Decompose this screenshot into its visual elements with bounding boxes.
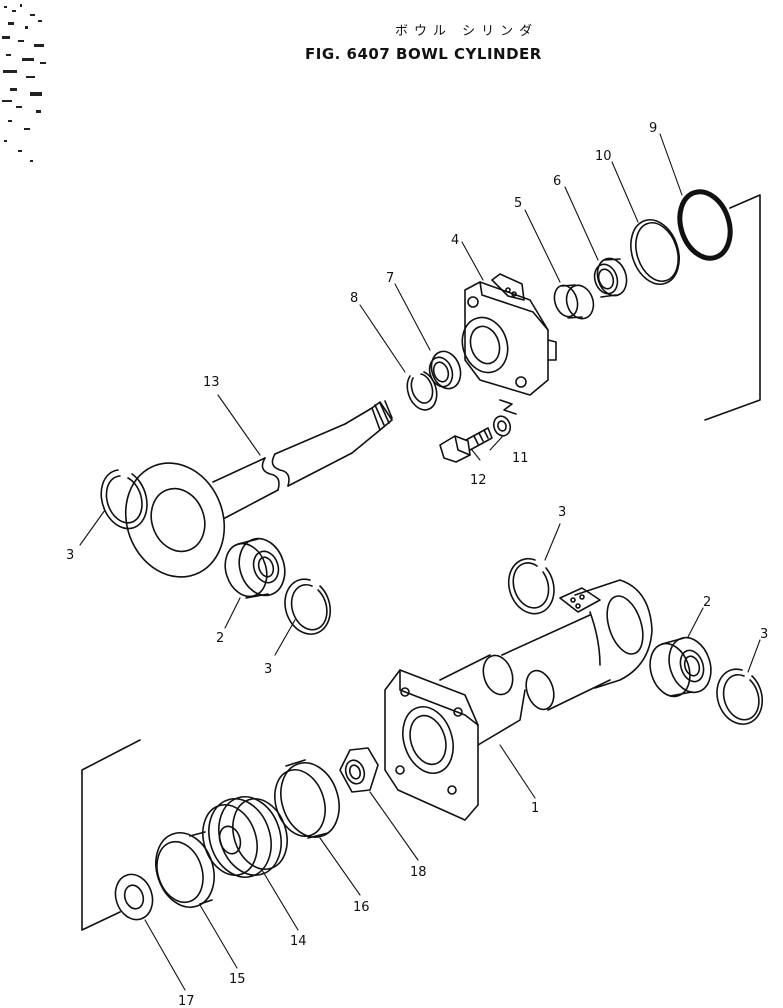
assembly-bracket-left xyxy=(81,739,141,931)
callout-12: 12 xyxy=(470,473,487,488)
part-3-snap-ring-b xyxy=(284,578,332,635)
callout-13: 13 xyxy=(203,375,220,390)
part-8-snap-ring xyxy=(406,371,438,411)
part-18-nut xyxy=(339,747,379,793)
part-4-head xyxy=(461,273,557,396)
callout-3-mid-left: 3 xyxy=(264,662,272,677)
callout-3-right: 3 xyxy=(760,627,768,642)
callout-8: 8 xyxy=(350,291,358,306)
part-2-bearing-a xyxy=(224,537,286,599)
leader-lines xyxy=(79,133,761,991)
part-1-flange xyxy=(384,654,526,821)
part-12-bolt xyxy=(439,427,493,463)
part-5-bushing xyxy=(553,284,595,320)
callout-14: 14 xyxy=(290,934,307,949)
part-17-washer xyxy=(114,873,154,921)
part-3-snap-ring-d xyxy=(716,668,764,725)
part-16-ring xyxy=(274,759,340,839)
break-line xyxy=(499,399,517,415)
title-japanese: ボウル シリンダ xyxy=(395,24,539,39)
callout-2-right: 2 xyxy=(703,595,711,610)
part-14-piston xyxy=(202,796,288,878)
scan-noise xyxy=(2,4,46,162)
callout-1: 1 xyxy=(531,801,539,816)
cylinder-tube xyxy=(482,579,653,711)
part-3-snap-ring-c xyxy=(507,557,555,615)
callout-9: 9 xyxy=(649,121,657,136)
callout-16: 16 xyxy=(353,900,370,915)
callout-3-center: 3 xyxy=(558,505,566,520)
callout-3-upper-left: 3 xyxy=(66,548,74,563)
part-3-snap-ring-a xyxy=(100,469,148,530)
part-15-seal xyxy=(155,831,215,908)
callout-17: 17 xyxy=(178,994,195,1008)
assembly-bracket-right xyxy=(704,194,761,421)
callout-labels: 1 2 2 3 3 3 3 4 5 6 7 8 9 10 11 12 13 14… xyxy=(66,121,768,1008)
callout-10: 10 xyxy=(595,149,612,164)
figure-title: FIG. 6407 BOWL CYLINDER xyxy=(305,45,542,63)
part-9-o-ring xyxy=(677,189,733,261)
callout-6: 6 xyxy=(553,174,561,189)
callout-2-left: 2 xyxy=(216,631,224,646)
callout-5: 5 xyxy=(514,196,522,211)
callout-15: 15 xyxy=(229,972,246,987)
callout-11: 11 xyxy=(512,451,529,466)
callout-7: 7 xyxy=(386,271,394,286)
part-2-bearing-b xyxy=(649,636,712,698)
part-11-washer xyxy=(492,415,512,437)
part-13-rod xyxy=(124,400,393,578)
callout-4: 4 xyxy=(451,233,459,248)
part-10-backup-ring xyxy=(630,219,680,285)
part-6-bearing xyxy=(593,257,628,298)
callout-18: 18 xyxy=(410,865,427,880)
part-7-bearing xyxy=(428,350,462,390)
